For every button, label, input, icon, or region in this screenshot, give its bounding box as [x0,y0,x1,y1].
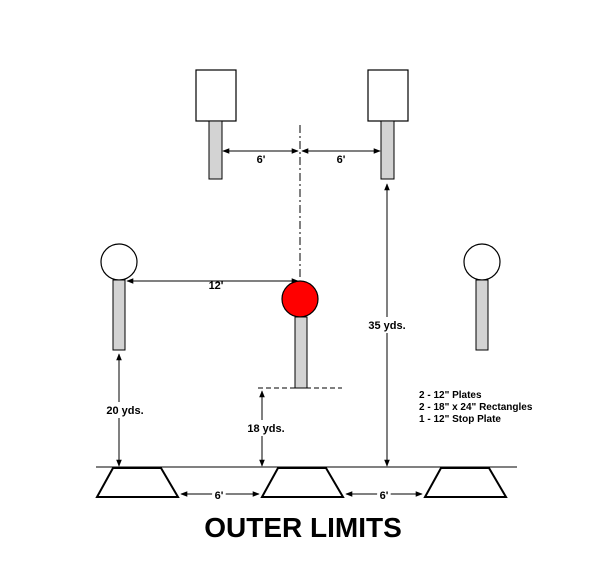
label-mask [238,420,292,436]
legend-line-1: 2 - 12" Plates [419,390,482,401]
rectangle-target-right [367,69,409,180]
rectangles-distance-label: 35 yds. [368,320,405,332]
shooting-box-right [423,467,508,498]
shooting-box-center [260,467,345,498]
box-spacing-right-label: 6' [380,490,389,502]
plate-target-left [100,243,138,351]
stop-plate-distance-label: 18 yds. [247,423,284,435]
rect-spacing-right-label: 6' [337,154,346,166]
legend-line-2: 2 - 18" x 24" Rectangles [419,402,533,413]
label-mask [358,317,416,333]
label-mask [98,402,150,418]
box-spacing-left-label: 6' [215,490,224,502]
stop-plate-target [281,280,319,389]
rectangle-target-left [195,69,237,180]
plates-distance-label: 20 yds. [106,405,143,417]
plate-target-right [463,243,501,351]
rect-spacing-left-label: 6' [257,154,266,166]
legend-line-3: 1 - 12" Stop Plate [419,414,501,425]
plate-to-stop-label: 12' [209,280,224,292]
stage-title: OUTER LIMITS [204,512,402,543]
shooting-box-left [95,467,180,498]
